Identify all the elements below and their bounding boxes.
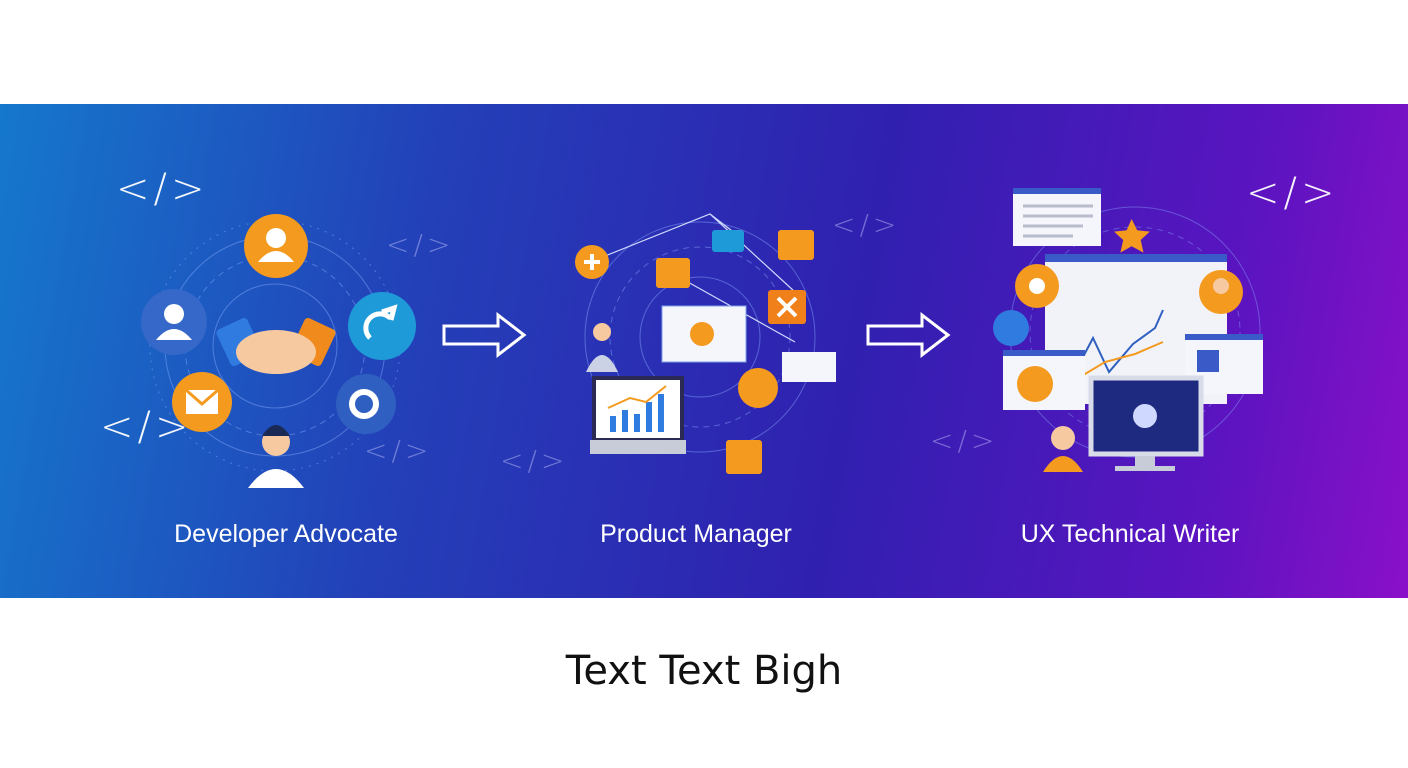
career-path-banner: </> </> </> </> </> </> </> </> bbox=[0, 104, 1408, 598]
stage-label-ux-technical-writer: UX Technical Writer bbox=[1020, 520, 1240, 548]
analytics-dashboard-icon bbox=[575, 213, 836, 474]
code-brackets-icon: </> bbox=[386, 228, 455, 261]
arrow-right-icon bbox=[866, 312, 951, 358]
code-brackets-icon: </> bbox=[364, 434, 433, 467]
code-brackets-icon: </> bbox=[832, 208, 901, 241]
arrow-right-icon bbox=[442, 312, 527, 358]
stage-label-product-manager: Product Manager bbox=[600, 520, 792, 548]
code-brackets-icon: </> bbox=[930, 424, 999, 457]
caption-text: Text Text Bigh bbox=[565, 648, 843, 694]
code-brackets-icon: </> bbox=[116, 166, 209, 212]
ui-documents-icon bbox=[993, 188, 1263, 472]
code-brackets-icon: </> bbox=[500, 444, 569, 477]
stage-label-developer-advocate: Developer Advocate bbox=[174, 520, 398, 548]
handshake-icon bbox=[141, 214, 416, 488]
code-brackets-icon: </> bbox=[1246, 170, 1339, 216]
